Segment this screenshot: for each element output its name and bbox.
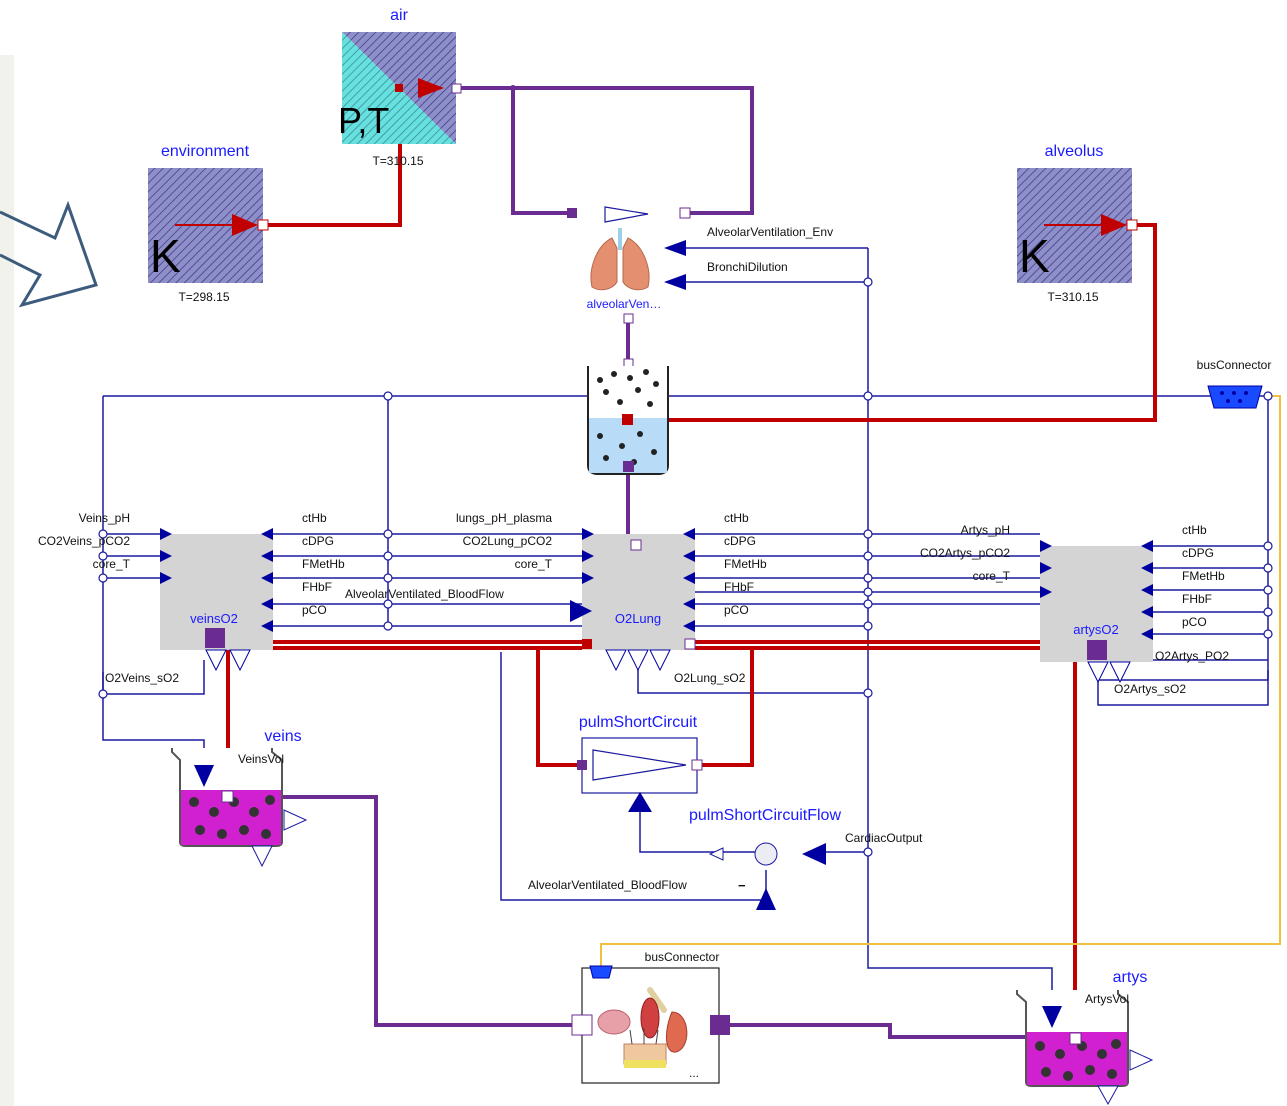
minus-sign: − bbox=[738, 878, 746, 893]
signal-artys-fhbf: FHbF bbox=[1182, 592, 1212, 606]
signal-alveolar-ventilated-bloodflow-2: AlveolarVentilated_BloodFlow bbox=[528, 878, 687, 892]
gas-solubility-icon[interactable] bbox=[587, 358, 669, 475]
signal-artys-cdpg: cDPG bbox=[1182, 546, 1214, 560]
o2-lung-name: O2Lung bbox=[615, 611, 661, 626]
organs-icon bbox=[597, 987, 688, 1068]
artys-o2-component[interactable]: artysO2 bbox=[1040, 540, 1153, 684]
signal-artys-fmethb: FMetHb bbox=[1182, 569, 1225, 583]
alveolus-glyph: K bbox=[1019, 230, 1050, 282]
arrow-pointer-icon bbox=[0, 200, 98, 308]
signal-alveolar-ventilation-env: AlveolarVentilation_Env bbox=[707, 225, 833, 239]
signal-veins-pco: pCO bbox=[302, 603, 327, 617]
artys-o2-name: artysO2 bbox=[1073, 622, 1119, 637]
alveolar-ventilation-component[interactable]: alveolarVen… bbox=[567, 206, 691, 324]
signal-veins-cdpg: cDPG bbox=[302, 534, 334, 548]
bus-connector-bottom-ellipsis: ... bbox=[689, 1066, 699, 1080]
signal-veins-fhbf: FHbF bbox=[302, 580, 332, 594]
signal-wires bbox=[102, 247, 1269, 1010]
bus-connector-bottom-name: busConnector bbox=[645, 950, 720, 964]
signal-lung-core-t: core_T bbox=[515, 557, 553, 571]
signal-artys-core-t: core_T bbox=[973, 569, 1011, 583]
veins-name: veins bbox=[264, 728, 301, 745]
signal-veins-ph: Veins_pH bbox=[79, 511, 130, 525]
signal-lung-fhbf: FHbF bbox=[724, 580, 754, 594]
signal-co2lung-pco2: CO2Lung_pCO2 bbox=[463, 534, 553, 548]
signal-lung-cdpg: cDPG bbox=[724, 534, 756, 548]
environment-param: T=298.15 bbox=[178, 290, 229, 304]
signal-lungs-ph-plasma: lungs_pH_plasma bbox=[456, 511, 552, 525]
air-glyph: P,T bbox=[338, 100, 389, 141]
bus-connector-bottom[interactable]: busConnector ... bbox=[571, 950, 730, 1084]
artys-var: ArtysVol bbox=[1085, 992, 1129, 1006]
signal-co2veins-pco2: CO2Veins_pCO2 bbox=[38, 534, 130, 548]
o2-lung-component[interactable]: O2Lung bbox=[570, 528, 696, 672]
signal-veins-fmethb: FMetHb bbox=[302, 557, 345, 571]
artys-component[interactable]: artys ArtysVol bbox=[1016, 969, 1154, 1106]
signal-alveolar-ventilated-bloodflow: AlveolarVentilated_BloodFlow bbox=[345, 587, 504, 601]
pulm-short-circuit-name: pulmShortCircuit bbox=[579, 714, 698, 731]
air-param: T=310.15 bbox=[372, 154, 423, 168]
signal-bronchi-dilution: BronchiDilution bbox=[707, 260, 788, 274]
alveolus-param: T=310.15 bbox=[1047, 290, 1098, 304]
veins-var: VeinsVol bbox=[238, 752, 284, 766]
bus-connector-top-name: busConnector bbox=[1197, 358, 1272, 372]
signal-lung-pco: pCO bbox=[724, 603, 749, 617]
signal-veins-cthb: ctHb bbox=[302, 511, 327, 525]
pulm-short-circuit-component[interactable]: pulmShortCircuit bbox=[577, 714, 703, 812]
alveolar-ventilation-name: alveolarVen… bbox=[587, 297, 662, 311]
pulm-short-circuit-flow-name: pulmShortCircuitFlow bbox=[689, 807, 841, 824]
artys-name: artys bbox=[1113, 969, 1148, 986]
air-component[interactable]: P,T air T=310.15 bbox=[338, 7, 462, 168]
substance-wires bbox=[228, 86, 1075, 1039]
veins-o2-component[interactable]: veinsO2 bbox=[160, 528, 273, 672]
bus-wire bbox=[600, 395, 1281, 970]
alveolus-name: alveolus bbox=[1045, 143, 1104, 160]
signal-o2lung-so2: O2Lung_sO2 bbox=[674, 671, 746, 685]
signal-lung-cthb: ctHb bbox=[724, 511, 749, 525]
alveolus-component[interactable]: K alveolus T=310.15 bbox=[1017, 143, 1138, 304]
veins-component[interactable]: veins VeinsVol bbox=[171, 728, 308, 868]
substance-junction bbox=[510, 85, 516, 91]
bus-connector-top[interactable]: busConnector bbox=[1197, 358, 1272, 409]
page-edge bbox=[0, 55, 14, 1106]
lungs-icon bbox=[590, 228, 650, 291]
environment-name: environment bbox=[161, 143, 250, 160]
signal-lung-fmethb: FMetHb bbox=[724, 557, 767, 571]
signal-artys-pco: pCO bbox=[1182, 615, 1207, 629]
signal-co2artys-pco2: CO2Artys_pCO2 bbox=[920, 546, 1010, 560]
signal-veins-core-t: core_T bbox=[93, 557, 131, 571]
signal-o2artys-po2: O2Artys_PO2 bbox=[1155, 649, 1229, 663]
junction-dots bbox=[98, 277, 1273, 857]
signal-o2veins-so2: O2Veins_sO2 bbox=[105, 671, 179, 685]
pulm-short-circuit-flow-component[interactable]: pulmShortCircuitFlow bbox=[689, 807, 841, 910]
signal-cardiac-output: CardiacOutput bbox=[845, 831, 923, 845]
veins-o2-name: veinsO2 bbox=[190, 611, 238, 626]
environment-glyph: K bbox=[150, 230, 181, 282]
signal-o2artys-so2: O2Artys_sO2 bbox=[1114, 682, 1186, 696]
air-name: air bbox=[390, 7, 408, 24]
environment-component[interactable]: K environment T=298.15 bbox=[148, 143, 269, 304]
signal-artys-cthb: ctHb bbox=[1182, 523, 1207, 537]
signal-artys-ph: Artys_pH bbox=[961, 523, 1010, 537]
